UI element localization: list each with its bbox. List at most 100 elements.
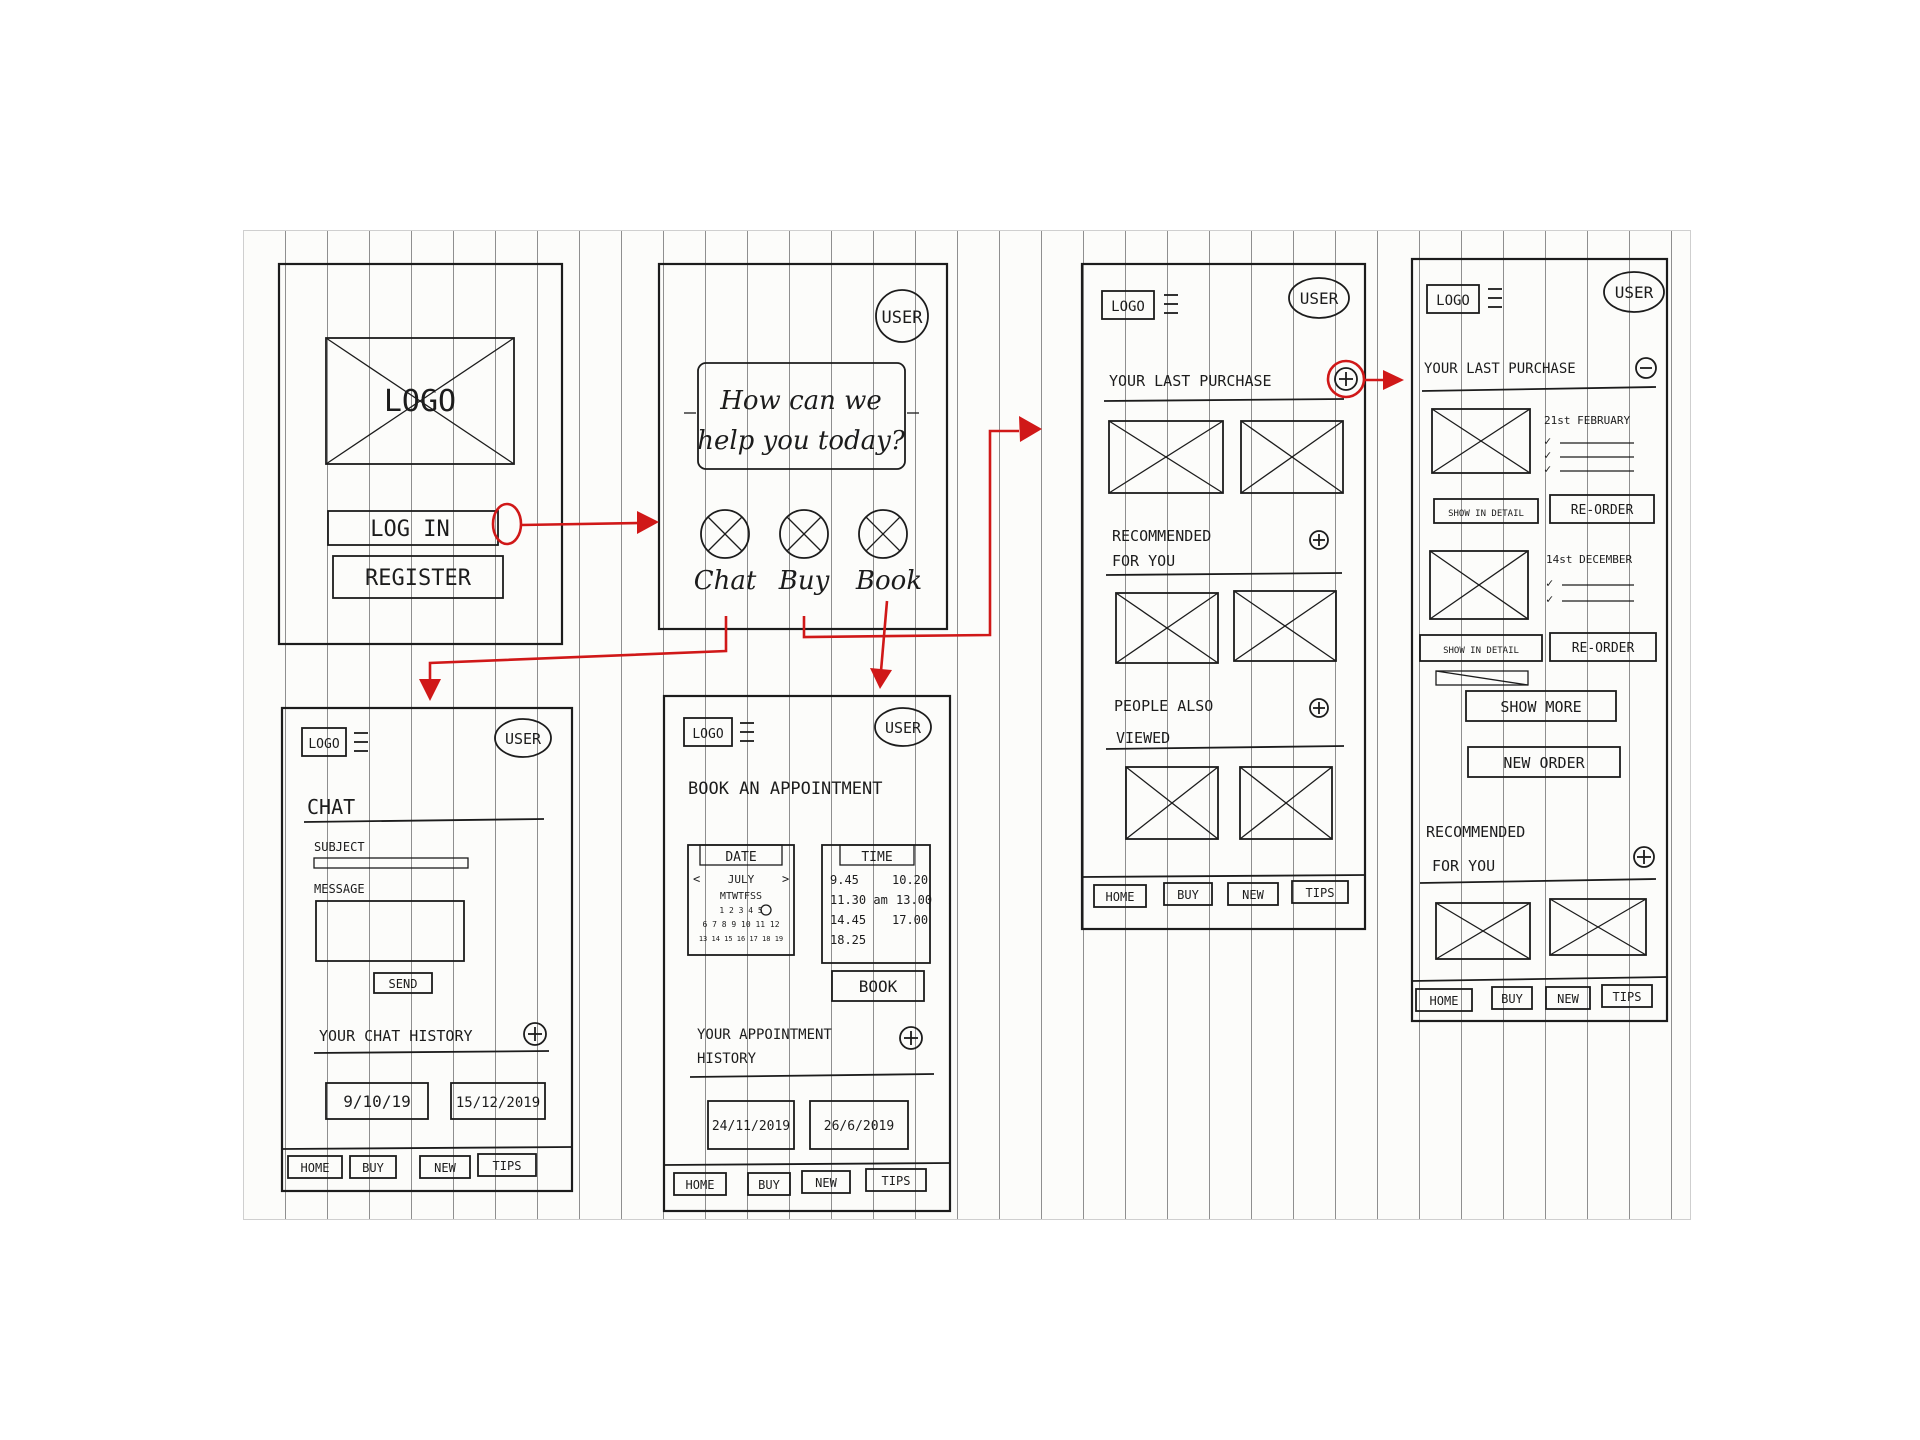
order-thumb[interactable] — [1431, 408, 1531, 474]
home-nav-new[interactable]: NEW — [1227, 882, 1279, 906]
new-order-button[interactable]: NEW ORDER — [1467, 746, 1621, 778]
purchase-product-thumb[interactable] — [1549, 898, 1647, 956]
book-history-entry[interactable]: 26/6/2019 — [809, 1100, 909, 1150]
book-history-add-icon[interactable] — [899, 1026, 923, 1050]
book-menu-icon[interactable] — [740, 722, 754, 742]
check-icon: ✓ — [1546, 576, 1553, 590]
help-option-book[interactable]: Book — [855, 509, 922, 596]
help-option-chat[interactable]: Chat — [694, 509, 757, 596]
help-user-avatar[interactable]: USER — [875, 289, 929, 343]
purchase-menu-icon[interactable] — [1488, 288, 1502, 308]
home-last-purchase-expand-icon[interactable] — [1334, 367, 1358, 391]
time-slot[interactable]: 17.00 — [892, 913, 928, 927]
screen-purchase: LOGO USER YOUR LAST PURCHASE 21st FEBRUA… — [1410, 257, 1669, 1023]
time-slot[interactable]: 18.25 — [830, 933, 866, 947]
purchase-logo: LOGO — [1426, 284, 1480, 314]
nav-label: NEW — [815, 1176, 837, 1190]
screen-chat: LOGO USER CHAT SUBJECT MESSAGE SEND YOUR… — [280, 706, 574, 1193]
home-product-thumb[interactable] — [1233, 590, 1337, 662]
purchase-collapse-icon[interactable] — [1635, 357, 1657, 379]
order-date: 14st DECEMBER — [1546, 553, 1632, 566]
home-product-thumb[interactable] — [1115, 592, 1219, 664]
arrow-expand-to-purchase-screen — [1364, 370, 1404, 390]
help-option-book-label: Book — [855, 566, 922, 596]
chat-user-avatar[interactable]: USER — [494, 718, 552, 758]
purchase-product-thumb[interactable] — [1435, 902, 1531, 960]
home-menu-icon[interactable] — [1164, 294, 1178, 314]
home-product-thumb[interactable] — [1240, 420, 1344, 494]
book-history-entry[interactable]: 24/11/2019 — [707, 1100, 795, 1150]
chat-nav-tips[interactable]: TIPS — [477, 1153, 537, 1177]
nav-label: BUY — [758, 1178, 780, 1192]
purchase-user-avatar[interactable]: USER — [1603, 271, 1665, 313]
book-nav-new[interactable]: NEW — [801, 1170, 851, 1194]
arrow-buy-to-home-screen — [802, 416, 1042, 639]
chat-history-add-icon[interactable] — [523, 1022, 547, 1046]
show-more-button[interactable]: SHOW MORE — [1465, 690, 1617, 722]
home-recommended-add-icon[interactable] — [1309, 530, 1329, 550]
calendar-week-row[interactable]: 6 7 8 9 10 11 12 — [702, 920, 779, 929]
show-detail-button[interactable]: SHOW IN DETAIL — [1433, 498, 1539, 524]
time-slot[interactable]: 11.30 am — [830, 893, 888, 907]
time-slot[interactable]: 14.45 — [830, 913, 866, 927]
help-prompt-line2: help you today? — [697, 426, 906, 456]
order-items-list: ✓ ✓ — [1546, 576, 1634, 606]
book-time-label: TIME — [861, 850, 892, 865]
book-user-avatar[interactable]: USER — [874, 707, 932, 747]
calendar-week-row[interactable]: 13 14 15 16 17 18 19 — [699, 935, 783, 943]
book-nav-tips[interactable]: TIPS — [865, 1168, 927, 1192]
show-more-label: SHOW MORE — [1500, 698, 1581, 716]
home-bottom-nav: HOME BUY NEW TIPS — [1093, 880, 1349, 908]
chat-nav-home[interactable]: HOME — [287, 1155, 343, 1179]
book-bottom-nav: HOME BUY NEW TIPS — [673, 1168, 927, 1196]
purchase-recommended-add-icon[interactable] — [1633, 846, 1655, 868]
home-recommended-line2: FOR YOU — [1112, 552, 1175, 570]
home-product-thumb[interactable] — [1125, 766, 1219, 840]
chat-history-entry[interactable]: 15/12/2019 — [450, 1082, 546, 1120]
show-detail-button[interactable]: SHOW IN DETAIL — [1419, 634, 1543, 662]
chat-nav-buy[interactable]: BUY — [349, 1155, 397, 1179]
calendar-next-icon[interactable]: > — [782, 872, 789, 886]
home-people-add-icon[interactable] — [1309, 698, 1329, 718]
chat-message-input[interactable] — [315, 900, 465, 962]
book-nav-home[interactable]: HOME — [673, 1172, 727, 1196]
book-nav-buy[interactable]: BUY — [747, 1172, 791, 1196]
reorder-button[interactable]: RE-ORDER — [1549, 632, 1657, 662]
time-slot[interactable]: 9.45 — [830, 873, 859, 887]
chat-history-date: 15/12/2019 — [456, 1095, 540, 1111]
home-nav-tips[interactable]: TIPS — [1291, 880, 1349, 904]
book-submit-button[interactable]: BOOK — [831, 970, 925, 1002]
purchase-last-purchase-title: YOUR LAST PURCHASE — [1424, 361, 1576, 377]
chat-nav-new[interactable]: NEW — [419, 1155, 471, 1179]
home-nav-home[interactable]: HOME — [1093, 884, 1147, 908]
home-nav-buy[interactable]: BUY — [1163, 882, 1213, 906]
calendar-prev-icon[interactable]: < — [693, 872, 700, 886]
calendar-week-row[interactable]: 1 2 3 4 5 — [719, 906, 763, 915]
time-slot[interactable]: 10.20 — [892, 873, 928, 887]
chat-history-entry[interactable]: 9/10/19 — [325, 1082, 429, 1120]
chat-menu-icon[interactable] — [354, 732, 368, 752]
purchase-nav-buy[interactable]: BUY — [1491, 986, 1533, 1010]
register-button[interactable]: REGISTER — [332, 555, 504, 599]
purchase-nav-divider — [1411, 976, 1668, 982]
home-product-thumb[interactable] — [1239, 766, 1333, 840]
reorder-button[interactable]: RE-ORDER — [1549, 494, 1655, 524]
purchase-nav-home[interactable]: HOME — [1415, 988, 1473, 1012]
home-people-line1: PEOPLE ALSO — [1114, 697, 1213, 715]
home-product-thumb[interactable] — [1108, 420, 1224, 494]
check-icon: ✓ — [1544, 462, 1551, 476]
chat-logo: LOGO — [301, 727, 347, 757]
login-frame — [277, 262, 564, 646]
help-option-buy[interactable]: Buy — [778, 509, 830, 596]
purchase-nav-tips[interactable]: TIPS — [1601, 984, 1653, 1008]
login-button[interactable]: LOG IN — [327, 510, 499, 546]
time-slot[interactable]: 13.00 — [896, 893, 932, 907]
home-user-avatar[interactable]: USER — [1288, 277, 1350, 319]
screen-help: USER How can we help you today? Chat Buy… — [657, 262, 949, 631]
purchase-nav-new[interactable]: NEW — [1545, 986, 1591, 1010]
purchase-title-underline — [1421, 386, 1657, 392]
chat-subject-input[interactable] — [313, 857, 469, 869]
order-thumb[interactable] — [1429, 550, 1529, 620]
chat-logo-text: LOGO — [308, 737, 339, 752]
chat-send-button[interactable]: SEND — [373, 972, 433, 994]
